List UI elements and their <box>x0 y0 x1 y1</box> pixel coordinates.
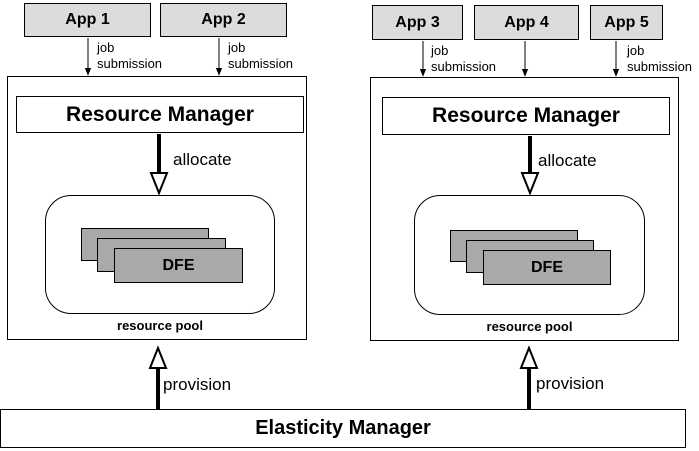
app-3-box: App 3 <box>372 5 463 40</box>
job-text: job <box>228 40 246 55</box>
right-resource-manager: Resource Manager <box>382 97 670 135</box>
job-submission-label-app1: job submission <box>97 40 162 72</box>
job-text: job <box>97 40 115 55</box>
left-allocate-arrow <box>149 134 169 196</box>
left-provision-label: provision <box>163 375 232 394</box>
right-allocate-label: allocate <box>538 151 597 170</box>
submission-text: submission <box>228 56 294 71</box>
submission-text: submission <box>431 59 497 74</box>
app-2-box: App 2 <box>160 3 287 37</box>
right-allocate-arrow <box>520 136 540 196</box>
job-submission-label-app2: job submission <box>228 40 293 72</box>
left-resource-pool-label: resource pool <box>117 318 203 333</box>
right-resource-pool-label: resource pool <box>486 319 573 334</box>
elasticity-manager: Elasticity Manager <box>0 409 686 448</box>
left-allocate-label: allocate <box>173 150 232 169</box>
right-provision-arrow <box>519 345 539 409</box>
submission-text: submission <box>627 59 693 74</box>
submission-text: submission <box>97 56 163 71</box>
left-provision-arrow <box>148 345 168 409</box>
app-5-box: App 5 <box>590 5 663 40</box>
job-text: job <box>431 43 449 58</box>
left-dfe-card-front: DFE <box>114 248 243 283</box>
app-1-box: App 1 <box>24 3 151 37</box>
app-4-box: App 4 <box>474 5 579 40</box>
left-resource-manager: Resource Manager <box>16 96 304 133</box>
job-submission-label-app5: job submission <box>627 43 692 75</box>
job-text: job <box>627 43 645 58</box>
job-submission-label-app3: job submission <box>431 43 496 75</box>
right-dfe-card-front: DFE <box>483 250 611 285</box>
right-provision-label: provision <box>536 374 605 393</box>
